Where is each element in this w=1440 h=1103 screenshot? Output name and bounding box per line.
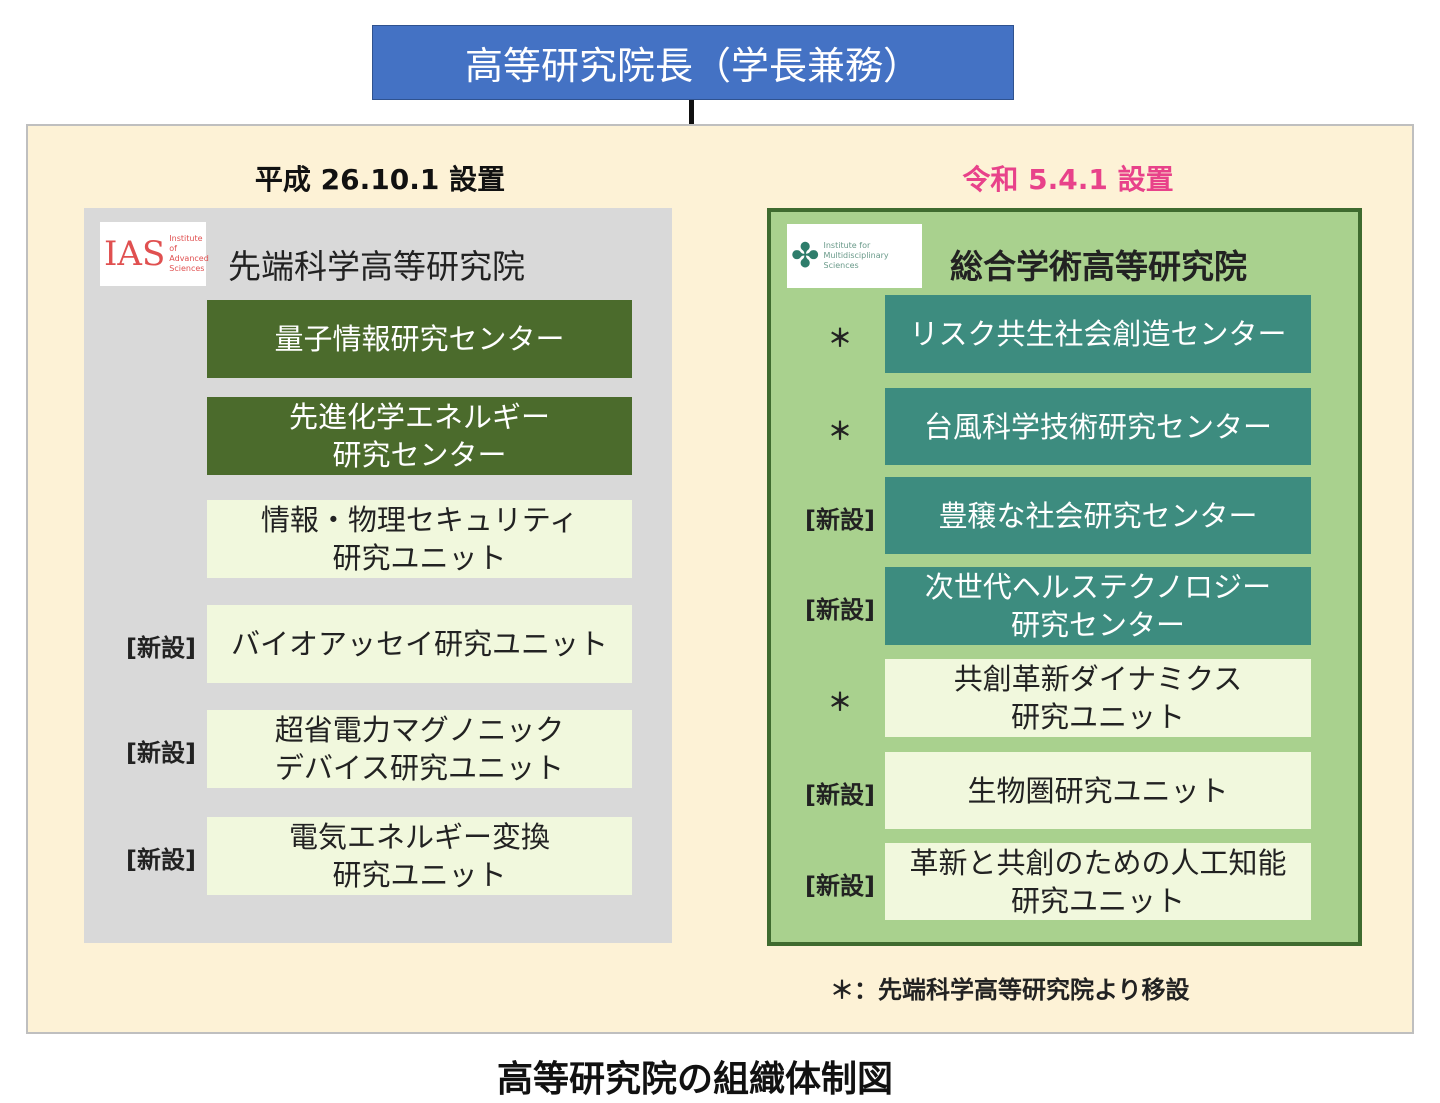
right-org-mark: [新設] — [805, 780, 875, 809]
ias-title: 先端科学高等研究院 — [228, 247, 525, 286]
left-org-box: 情報・物理セキュリティ 研究ユニット — [207, 500, 632, 578]
footnote: ＊：先端科学高等研究院より移設 — [830, 976, 1190, 1004]
connector-line — [689, 100, 694, 124]
left-org-mark: [新設] — [126, 739, 196, 767]
right-org-mark: ＊ — [828, 688, 852, 716]
right-org-box: 次世代ヘルステクノロジー 研究センター — [885, 567, 1311, 645]
caption: 高等研究院の組織体制図 — [496, 1059, 893, 1100]
left-org-mark: [新設] — [126, 634, 196, 662]
right-org-box: 生物圏研究ユニット — [885, 752, 1311, 829]
right-org-box: リスク共生社会創造センター — [885, 295, 1311, 373]
left-date: 平成 26.10.1 設置 — [254, 163, 506, 196]
ims-title: 総合学術高等研究院 — [950, 247, 1247, 286]
right-org-box: 共創革新ダイナミクス 研究ユニット — [885, 659, 1311, 737]
ias-logo: IAS Institute of Advanced Sciences — [100, 222, 209, 286]
leaf-icon: ✤ — [791, 236, 820, 276]
right-org-mark: [新設] — [805, 871, 875, 900]
ims-logo: ✤ Institute for Multidisciplinary Scienc… — [787, 224, 922, 288]
ias-logo-mark: IAS — [104, 234, 166, 274]
right-org-box: 台風科学技術研究センター — [885, 388, 1311, 465]
ims-logo-text: Institute for Multidisciplinary Sciences — [823, 241, 889, 270]
right-org-box: 豊穣な社会研究センター — [885, 477, 1311, 554]
ias-logo-text: Institute of Advanced Sciences — [169, 234, 209, 273]
right-org-mark: [新設] — [805, 596, 875, 624]
left-org-box: 電気エネルギー変換 研究ユニット — [207, 817, 632, 895]
right-date: 令和 5.4.1 設置 — [962, 163, 1174, 196]
left-org-box: 先進化学エネルギー 研究センター — [207, 397, 632, 475]
right-org-mark: [新設] — [805, 505, 875, 534]
right-org-mark: ＊ — [828, 416, 852, 445]
right-org-box: 革新と共創のための人工知能 研究ユニット — [885, 843, 1311, 920]
right-org-mark: ＊ — [828, 324, 852, 352]
left-org-box: バイオアッセイ研究ユニット — [207, 605, 632, 683]
left-org-box: 超省電力マグノニック デバイス研究ユニット — [207, 710, 632, 788]
director-box: 高等研究院長（学長兼務） — [372, 25, 1014, 100]
left-org-box: 量子情報研究センター — [207, 300, 632, 378]
left-org-mark: [新設] — [126, 846, 196, 874]
